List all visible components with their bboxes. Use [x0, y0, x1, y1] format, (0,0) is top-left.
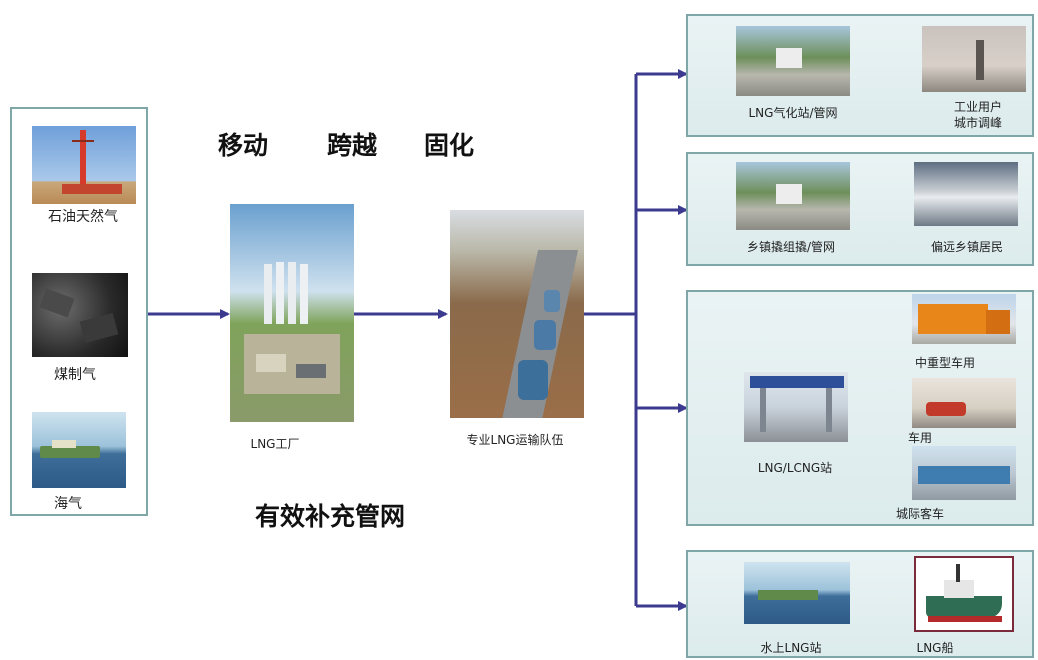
source-oil-gas-label: 石油天然气	[48, 209, 118, 225]
town-skid-station-label: 乡镇撬组撬/管网	[746, 240, 836, 254]
town-skid-station-image	[736, 162, 850, 230]
source-sea-gas-label: 海气	[54, 496, 82, 512]
lcng-station-image	[744, 372, 848, 442]
remote-residents-image	[914, 162, 1018, 226]
lng-transport-fleet-label: 专业LNG运输队伍	[466, 433, 564, 447]
lng-factory-label: LNG工厂	[250, 437, 300, 451]
headline-cross: 跨越	[327, 131, 378, 160]
sea-gas-image	[32, 412, 126, 488]
city-peak-label: 城市调峰	[953, 116, 1002, 130]
gasification-station-label: LNG气化站/管网	[748, 106, 838, 120]
heavy-truck-image	[912, 294, 1016, 344]
source-coal-gas-label: 煤制气	[54, 367, 96, 383]
headline-supplement-pipeline: 有效补充管网	[255, 502, 406, 531]
heavy-truck-label: 中重型车用	[914, 356, 975, 370]
headline-move: 移动	[218, 131, 269, 160]
headline-solidify: 固化	[424, 131, 475, 160]
industry-user-label: 工业用户	[953, 100, 1002, 114]
passenger-car-label: 车用	[907, 431, 932, 445]
intercity-bus-label: 城际客车	[895, 507, 944, 521]
water-lng-station-image	[744, 562, 850, 624]
lng-ship-label: LNG船	[916, 641, 954, 655]
oil-rig-image	[32, 126, 136, 204]
passenger-car-image	[912, 378, 1016, 428]
water-lng-station-label: 水上LNG站	[760, 641, 822, 655]
lcng-station-label: LNG/LCNG站	[757, 461, 833, 475]
lng-ship-image	[914, 556, 1014, 632]
remote-residents-label: 偏远乡镇居民	[930, 240, 1003, 254]
coal-image	[32, 273, 128, 357]
lng-transport-fleet-image	[450, 210, 584, 418]
industry-user-image	[922, 26, 1026, 92]
gasification-station-image	[736, 26, 850, 96]
lng-factory-image	[230, 204, 354, 422]
intercity-bus-image	[912, 446, 1016, 500]
